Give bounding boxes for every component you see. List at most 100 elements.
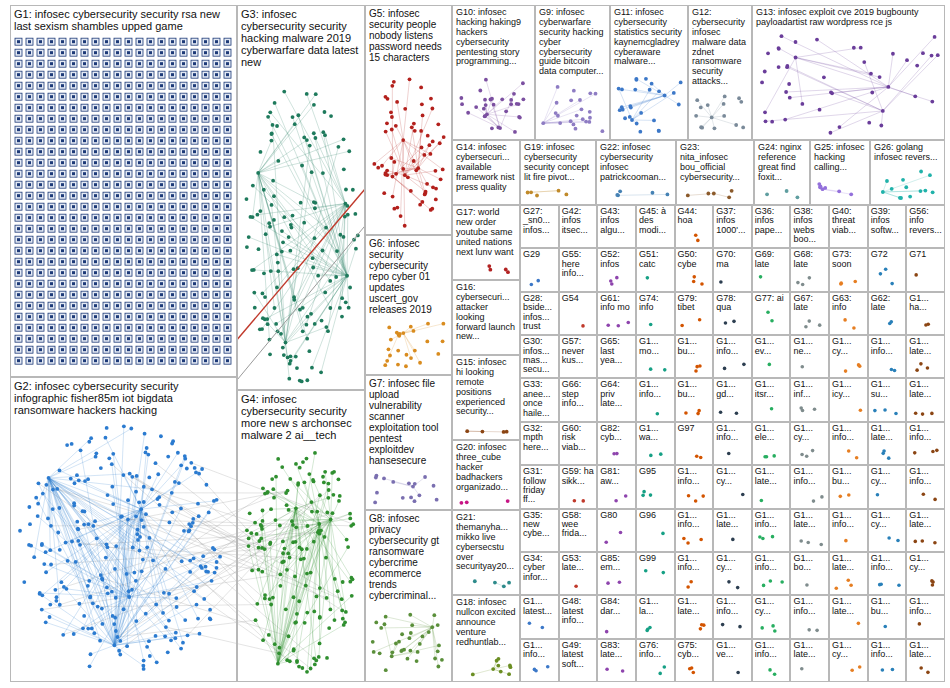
vertex [403, 224, 407, 228]
vertex [442, 135, 446, 139]
vertex-icon [193, 260, 196, 263]
vertex-icon [83, 216, 86, 219]
vertex-icon [213, 203, 220, 210]
vertex-icon [204, 51, 207, 54]
vertex-icon [50, 73, 53, 76]
vertex-icon [114, 115, 121, 122]
vertex-icon [149, 249, 152, 252]
vertex-icon [59, 335, 66, 342]
vertex-group [371, 613, 444, 672]
vertex [323, 290, 327, 294]
vertex-icon [114, 269, 121, 276]
vertex-icon [15, 302, 22, 309]
vertex-icon [114, 159, 121, 166]
vertex-icon [213, 181, 220, 188]
vertex-icon [182, 359, 185, 362]
network-edge [883, 56, 932, 111]
vertex [936, 53, 940, 57]
vertex-icon [17, 315, 20, 318]
vertex-icon [105, 304, 108, 307]
vertex-icon [83, 337, 86, 340]
vertex-icon [158, 346, 165, 353]
vertex-icon [26, 258, 33, 265]
network-edge [405, 109, 433, 176]
vertex [392, 160, 396, 164]
vertex-icon [171, 337, 174, 340]
vertex [305, 378, 309, 382]
vertex [408, 613, 412, 617]
vertex-icon [125, 192, 132, 199]
network-edge [144, 487, 255, 523]
vertex-icon [136, 170, 143, 177]
vertex-icon [50, 315, 53, 318]
vertex [296, 113, 300, 117]
vertex-icon [160, 150, 163, 153]
vertex [420, 102, 424, 106]
vertex-icon [61, 194, 64, 197]
network-edge [410, 615, 432, 627]
vertex-icon [215, 150, 218, 153]
network-edge [888, 54, 893, 87]
vertex-icon [83, 62, 86, 65]
vertex-icon [81, 225, 88, 232]
vertex-icon [202, 324, 209, 331]
vertex-icon [114, 346, 121, 353]
vertex-icon [215, 282, 218, 285]
vertex [408, 77, 412, 81]
vertex-icon [204, 260, 207, 263]
vertex-icon [193, 194, 196, 197]
vertex-icon [193, 183, 196, 186]
vertex-icon [17, 326, 20, 329]
vertex-icon [17, 304, 20, 307]
vertex-icon [70, 203, 77, 210]
vertex-icon [83, 304, 86, 307]
vertex-icon [204, 194, 207, 197]
vertex-icon [70, 93, 77, 100]
vertex-icon [48, 71, 55, 78]
vertex-icon [158, 71, 165, 78]
vertex-icon [39, 260, 42, 263]
vertex-icon [72, 293, 75, 296]
vertex [273, 101, 277, 105]
network-edge [883, 55, 938, 111]
vertex-icon [224, 38, 231, 45]
vertex [904, 185, 908, 189]
vertex-icon [226, 40, 229, 43]
vertex-icon [204, 348, 207, 351]
vertex [408, 649, 412, 653]
vertex-icon [136, 49, 143, 56]
network-edge [697, 100, 711, 117]
vertex-icon [204, 183, 207, 186]
vertex-icon [158, 181, 165, 188]
vertex-icon [171, 326, 174, 329]
vertex-icon [114, 49, 121, 56]
vertex [401, 496, 405, 500]
vertex [615, 193, 619, 197]
vertex-icon [138, 73, 141, 76]
vertex-icon [147, 269, 154, 276]
vertex-icon [28, 40, 31, 43]
vertex-icon [136, 82, 143, 89]
vertex [326, 329, 330, 333]
vertex [777, 65, 781, 69]
vertex-icon [191, 335, 198, 342]
vertex [266, 322, 270, 326]
vertex-icon [50, 51, 53, 54]
vertex-icon [83, 282, 86, 285]
vertex-icon [169, 71, 176, 78]
vertex-icon [83, 359, 86, 362]
vertex-icon [204, 84, 207, 87]
vertex-icon [39, 73, 42, 76]
vertex-icon [59, 236, 66, 243]
vertex [409, 356, 413, 360]
vertex-icon [28, 117, 31, 120]
vertex [441, 322, 445, 326]
vertex-icon [61, 238, 64, 241]
network-edge [258, 173, 336, 277]
vertex-icon [50, 282, 53, 285]
vertex [901, 178, 905, 182]
vertex-icon [204, 40, 207, 43]
vertex-icon [147, 291, 154, 298]
vertex-icon [180, 214, 187, 221]
network-edge [543, 109, 581, 123]
